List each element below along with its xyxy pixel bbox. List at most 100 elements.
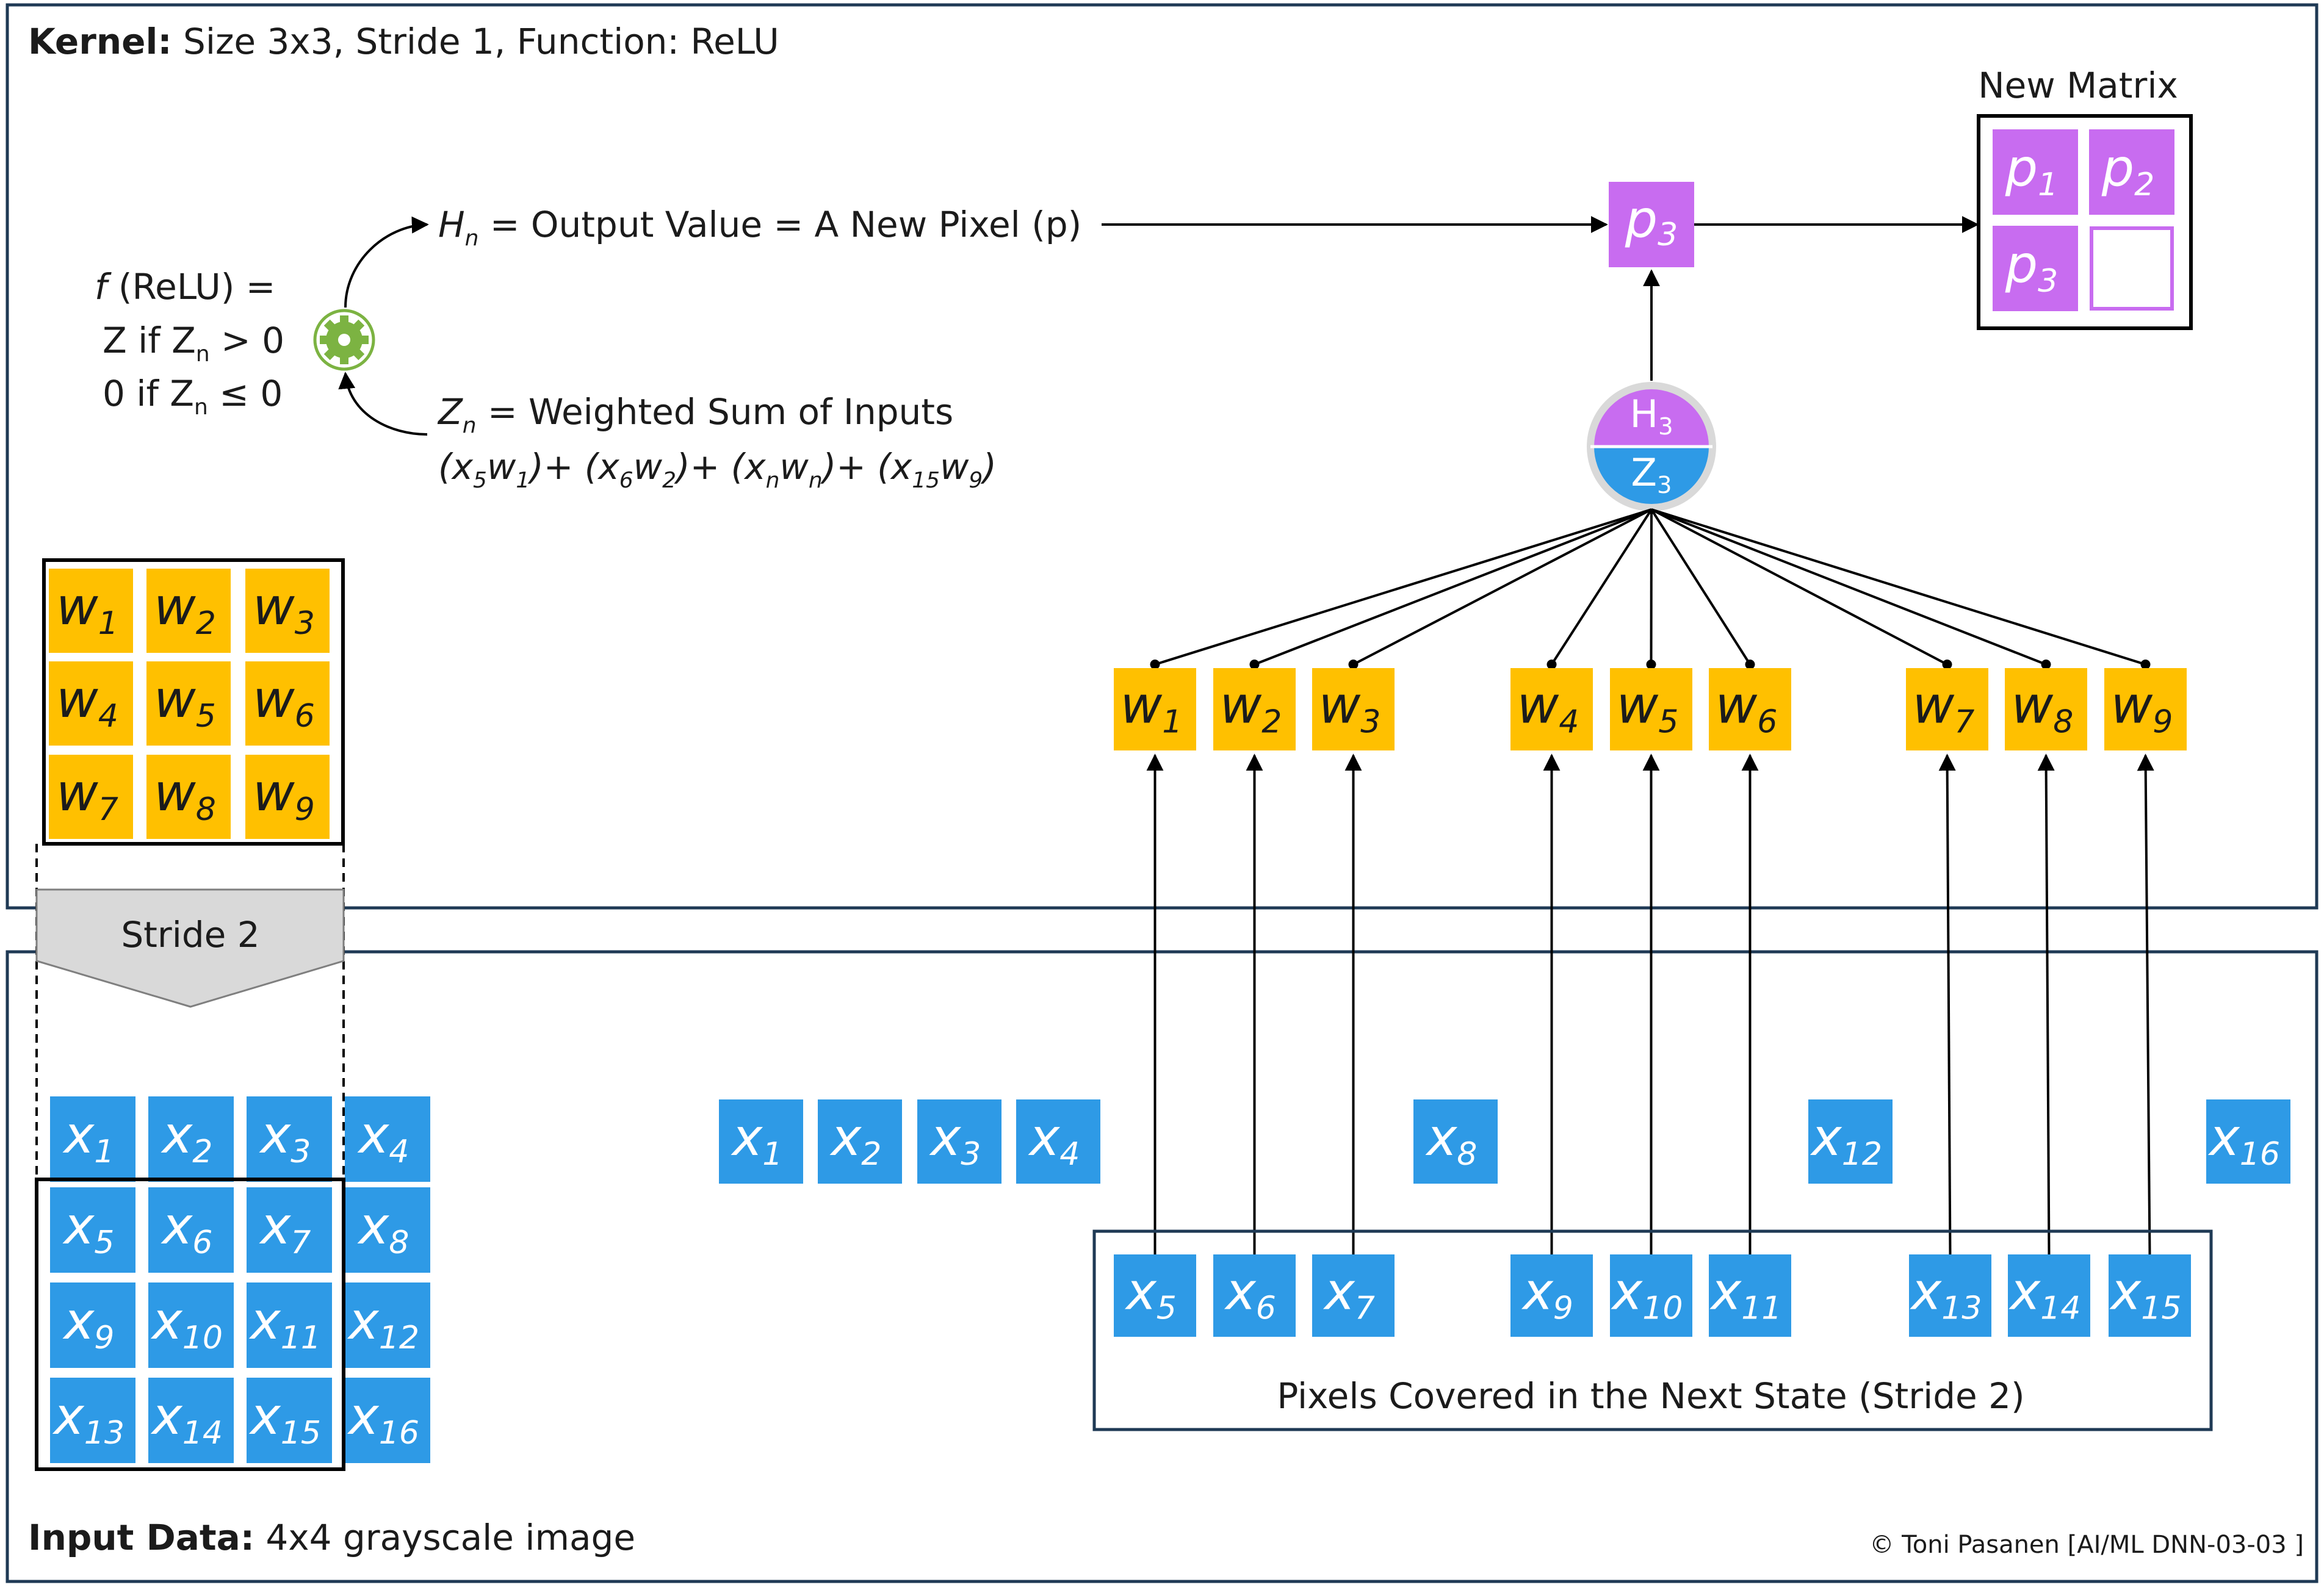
svg-text:w6: w6 xyxy=(253,669,315,735)
svg-text:x1: x1 xyxy=(62,1105,115,1170)
svg-text:w4: w4 xyxy=(56,669,118,735)
input-cell-x12: x12 xyxy=(345,1282,430,1368)
output-value-label: Hn = Output Value = A New Pixel (p) xyxy=(438,204,1081,251)
input-cell-x13: x13 xyxy=(50,1378,135,1463)
copyright: © Toni Pasanen [AI/ML DNN-03-03 ] xyxy=(1869,1531,2304,1559)
svg-text:f (ReLU) =: f (ReLU) = xyxy=(95,266,275,308)
weight-connections xyxy=(1150,508,2151,669)
weight-box-w1: w1 xyxy=(1114,668,1196,750)
connection-w2 xyxy=(1254,508,1652,666)
svg-text:x4: x4 xyxy=(357,1105,410,1170)
kernel-cell-w8: w8 xyxy=(146,755,231,839)
svg-text:x4: x4 xyxy=(1028,1107,1080,1173)
input-panel xyxy=(5,950,2319,1583)
svg-text:x6: x6 xyxy=(161,1196,213,1261)
kernel-cell-w7: w7 xyxy=(49,755,133,839)
pixel-box-x7: x7 xyxy=(1312,1254,1395,1337)
svg-text:w4: w4 xyxy=(1517,675,1579,741)
weight-box-w8: w8 xyxy=(2005,668,2087,750)
pixel-box-top-x4: x4 xyxy=(1016,1099,1100,1184)
next-state-frame xyxy=(1092,1229,2213,1431)
svg-text:x5: x5 xyxy=(1124,1262,1177,1327)
svg-text:x10: x10 xyxy=(150,1291,223,1356)
connection-dot-w9 xyxy=(2140,660,2151,669)
svg-text:w2: w2 xyxy=(154,577,216,642)
arrow-x14 xyxy=(2037,754,2055,1256)
svg-text:w6: w6 xyxy=(1716,675,1778,741)
svg-text:w1: w1 xyxy=(56,577,118,642)
neuron-node: H3 Z3 xyxy=(1587,382,1716,511)
p3-output-box: p3 xyxy=(1609,182,1694,267)
svg-text:w8: w8 xyxy=(2012,675,2074,741)
svg-text:w7: w7 xyxy=(1913,675,1975,741)
connection-dot-w3 xyxy=(1348,660,1359,669)
svg-text:x12: x12 xyxy=(1810,1107,1882,1173)
gear-to-output-arrow xyxy=(344,216,429,308)
svg-text:w3: w3 xyxy=(253,577,315,642)
pixel-box-x11: x11 xyxy=(1709,1254,1791,1337)
input-cell-x4: x4 xyxy=(345,1096,430,1182)
pixel-box-top-x1: x1 xyxy=(719,1099,803,1184)
svg-text:x12: x12 xyxy=(347,1291,419,1356)
connection-w4 xyxy=(1550,508,1653,666)
new-matrix-cell-p2: p2 xyxy=(2089,129,2174,215)
svg-text:w1: w1 xyxy=(1120,675,1183,741)
svg-text:x15: x15 xyxy=(248,1386,321,1452)
connection-w6 xyxy=(1650,508,1752,666)
svg-text:p1: p1 xyxy=(2005,138,2058,203)
svg-text:w5: w5 xyxy=(154,669,216,735)
relu-formula: f (ReLU) = Z if Zn > 0 0 if Zn ≤ 0 xyxy=(95,266,284,420)
input-header: Input Data: 4x4 grayscale image xyxy=(28,1517,635,1558)
pixel-box-top-x16: x16 xyxy=(2206,1099,2290,1184)
connection-dot-w2 xyxy=(1249,660,1260,669)
svg-text:p2: p2 xyxy=(2101,138,2154,203)
svg-text:x2: x2 xyxy=(829,1107,882,1173)
svg-text:x8: x8 xyxy=(1425,1107,1478,1173)
connection-dot-w1 xyxy=(1150,660,1160,669)
svg-text:w9: w9 xyxy=(2111,675,2173,741)
weight-box-w5: w5 xyxy=(1610,668,1692,750)
pixel-box-top-x3: x3 xyxy=(917,1099,1001,1184)
kernel-cell-w3: w3 xyxy=(245,569,330,653)
pixel-box-x13: x13 xyxy=(1909,1254,1991,1337)
input-cell-x2: x2 xyxy=(148,1096,234,1182)
stride-arrow: Stride 2 xyxy=(35,888,345,1008)
svg-text:x5: x5 xyxy=(62,1196,115,1261)
connection-dot-w6 xyxy=(1745,660,1755,669)
input-cell-x14: x14 xyxy=(148,1378,234,1463)
svg-text:0 if Zn ≤ 0: 0 if Zn ≤ 0 xyxy=(103,373,283,420)
svg-text:x3: x3 xyxy=(929,1107,981,1173)
svg-text:x11: x11 xyxy=(1709,1262,1782,1327)
connection-dot-w4 xyxy=(1546,660,1557,669)
svg-text:Z if Zn > 0: Z if Zn > 0 xyxy=(103,320,284,367)
pixel-box-x15: x15 xyxy=(2109,1254,2191,1337)
connection-w8 xyxy=(1651,508,2047,666)
connection-dot-w8 xyxy=(2041,660,2051,669)
svg-text:x9: x9 xyxy=(62,1291,115,1356)
svg-text:x14: x14 xyxy=(2008,1262,2081,1327)
stride-label: Stride 2 xyxy=(121,914,259,955)
kernel-header: Kernel: Size 3x3, Stride 1, Function: Re… xyxy=(28,21,779,62)
svg-text:x3: x3 xyxy=(259,1105,311,1170)
input-cell-x16: x16 xyxy=(345,1378,430,1463)
pixel-box-x14: x14 xyxy=(2008,1254,2090,1337)
new-matrix-cell-p3: p3 xyxy=(1993,226,2078,311)
kernel-grid-frame xyxy=(42,558,345,846)
svg-text:p3: p3 xyxy=(2005,234,2058,300)
kernel-cell-w6: w6 xyxy=(245,661,330,746)
weight-box-w6: w6 xyxy=(1709,668,1791,750)
svg-text:x9: x9 xyxy=(1521,1262,1573,1327)
neuron-h3: H3 xyxy=(1629,392,1673,441)
svg-text:x13: x13 xyxy=(52,1386,125,1452)
input-cell-x11: x11 xyxy=(247,1282,332,1368)
pixel-box-top-x12: x12 xyxy=(1808,1099,1893,1184)
input-cell-x7: x7 xyxy=(247,1187,332,1273)
input-cell-x5: x5 xyxy=(50,1187,135,1273)
connection-w5 xyxy=(1650,509,1653,665)
new-matrix-empty-cell xyxy=(2090,226,2174,311)
weight-box-w9: w9 xyxy=(2104,668,2187,750)
svg-text:w5: w5 xyxy=(1617,675,1679,741)
